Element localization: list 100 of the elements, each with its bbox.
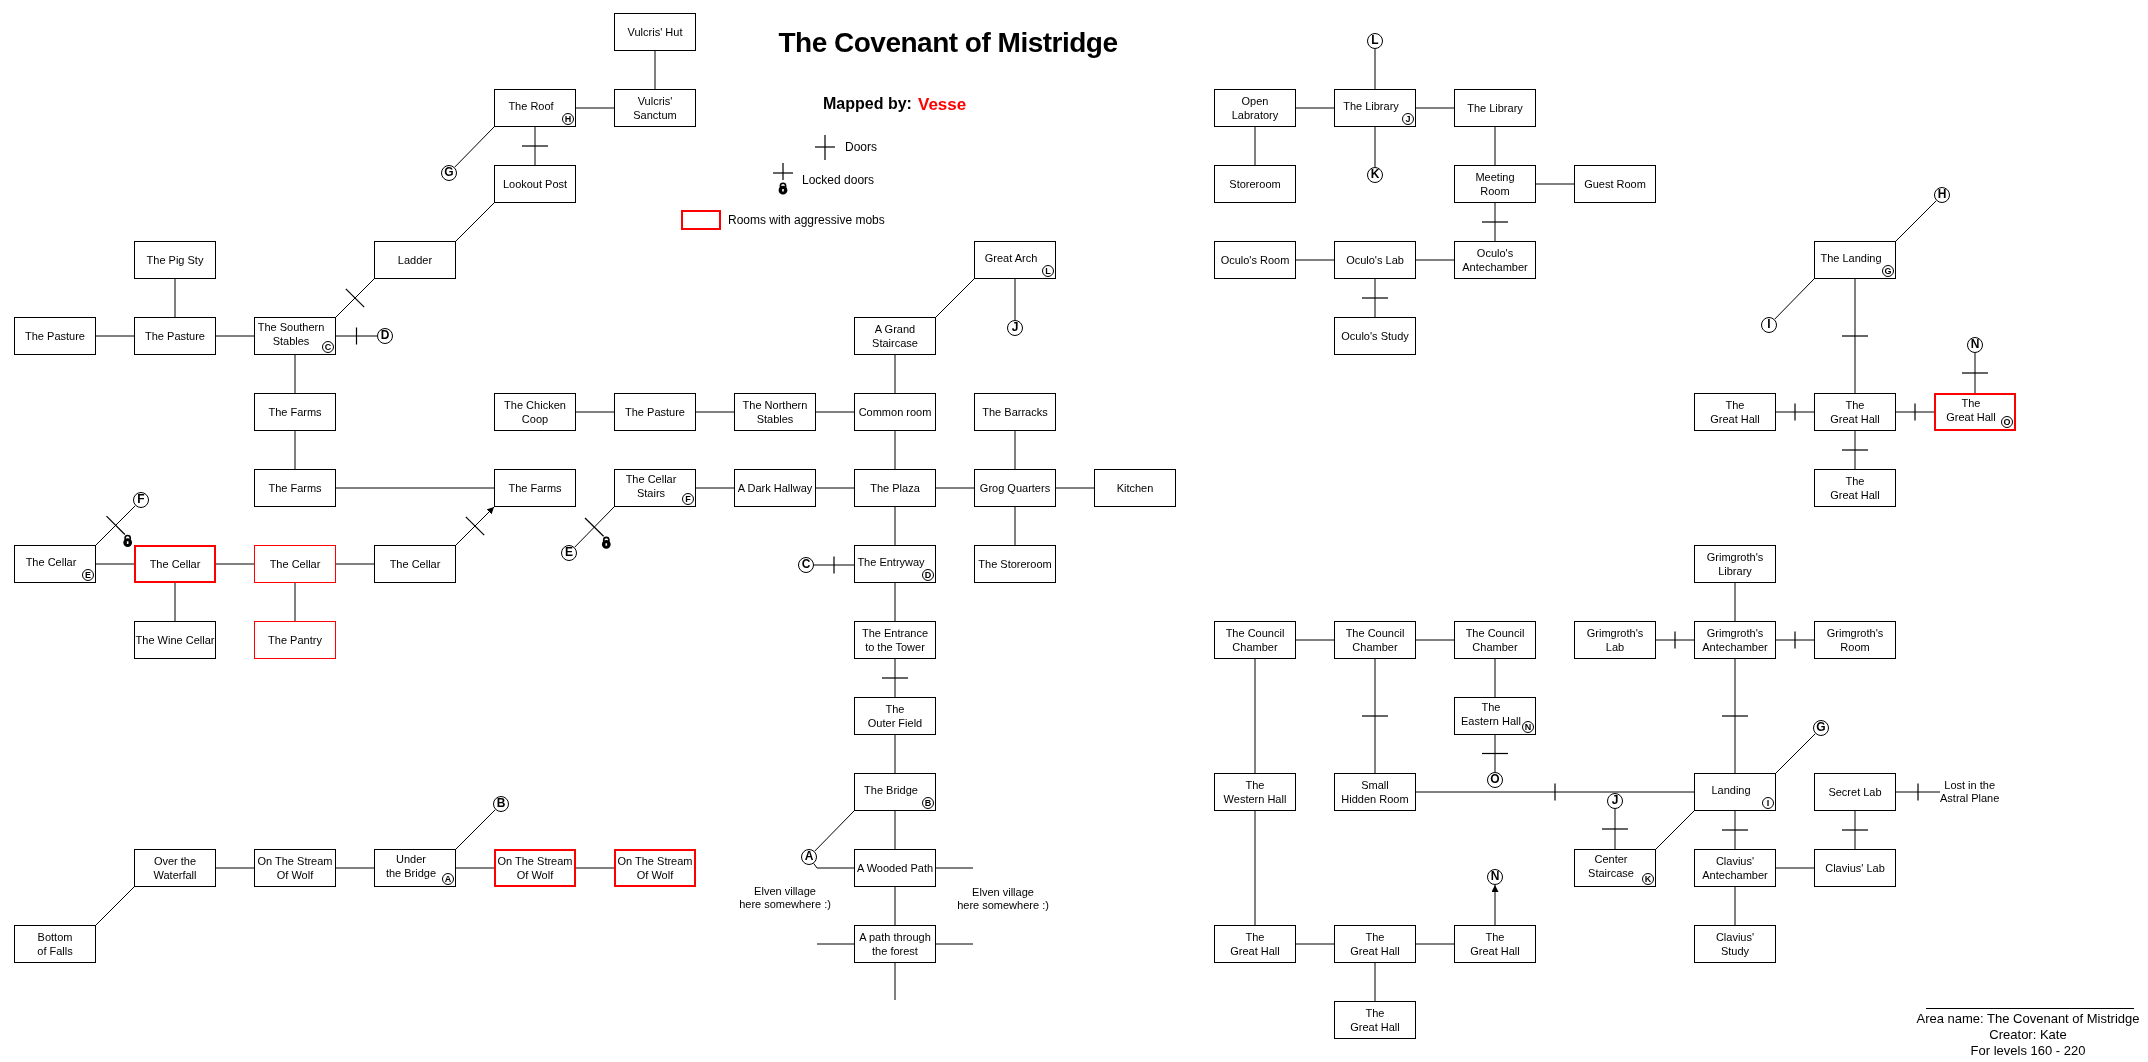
connector-line (1734, 658, 1736, 774)
room-name: The Great Hall (1350, 1006, 1400, 1034)
room-name: Grog Quarters (979, 481, 1051, 495)
room-name: Oculo's Room (1220, 253, 1290, 267)
connector-line (1014, 430, 1016, 470)
arrow (1491, 884, 1499, 926)
room-name: The Library (1467, 101, 1523, 115)
room-name: The Farms (508, 481, 562, 495)
room-box (1574, 621, 1656, 659)
room-box (1694, 393, 1776, 431)
exit-letter-marker: H (562, 113, 574, 125)
connector-line (335, 867, 375, 869)
room-box (1214, 773, 1296, 811)
connector-line (1014, 506, 1016, 546)
connector-line (1295, 107, 1335, 109)
room-box (1814, 621, 1896, 659)
room-name: The Bridge (864, 783, 918, 797)
note-text: Elven village here somewhere :) (739, 885, 831, 911)
room-name: Oculo's Lab (1346, 253, 1404, 267)
room-box (614, 13, 696, 51)
area-info-text: Creator: Kate (1989, 1026, 2067, 1042)
connector-line (1854, 810, 1856, 850)
room-name: The Great Hall (1946, 396, 1996, 424)
room-name: The Plaza (870, 481, 920, 495)
connector-line (1374, 658, 1376, 774)
room-name: A path through the forest (859, 930, 931, 958)
exit-letter-marker: L (1042, 265, 1054, 277)
connector-line (1734, 810, 1736, 850)
room-name: Meeting Room (1475, 170, 1515, 198)
exit-marker: A (801, 849, 817, 865)
connector-line (695, 487, 735, 489)
arrow (455, 506, 495, 546)
exit-marker: N (1967, 337, 1983, 353)
connector-line (1415, 107, 1455, 109)
room-box (134, 849, 216, 887)
exit-letter-marker: F (682, 493, 694, 505)
connector-line (1614, 808, 1616, 850)
room-box (494, 393, 576, 431)
connector-line (1295, 943, 1335, 945)
connector-line (1895, 791, 1941, 793)
room-box (134, 241, 216, 279)
connector-line (215, 563, 255, 565)
exit-marker: C (798, 557, 814, 573)
room-name: The Pantry (268, 633, 322, 647)
room-name: Oculo's Antechamber (1462, 246, 1528, 274)
connector-line (1494, 734, 1496, 773)
exit-marker: G (1813, 720, 1829, 736)
room-box (374, 241, 456, 279)
room-name: A Dark Hallway (737, 481, 813, 495)
connector-line (454, 126, 495, 168)
room-name: Great Arch (984, 251, 1038, 265)
exit-marker: I (1761, 317, 1777, 333)
room-name: The Wine Cellar (135, 633, 215, 647)
connector-line (1734, 582, 1736, 622)
room-name: On The Stream Of Wolf (497, 854, 573, 882)
room-box (134, 545, 216, 583)
connector-line (894, 506, 896, 546)
connector-line (1895, 200, 1937, 242)
room-box (1694, 773, 1776, 811)
connector-line (455, 867, 495, 869)
connector-line (1055, 487, 1095, 489)
author-name: Vesse (918, 95, 967, 114)
room-name: The Great Hall (1830, 474, 1880, 502)
room-box (734, 469, 816, 507)
room-box (1334, 925, 1416, 963)
room-box (1334, 317, 1416, 355)
room-name: The Great Hall (1470, 930, 1520, 958)
room-box (254, 621, 336, 659)
room-name: Oculo's Study (1341, 329, 1409, 343)
room-name: Grimgroth's Library (1706, 550, 1764, 578)
connector-line (1775, 867, 1815, 869)
room-box (374, 545, 456, 583)
room-box (854, 469, 936, 507)
room-name: The Entrance to the Tower (861, 626, 928, 654)
connector-line (1655, 639, 1695, 641)
room-box (854, 773, 936, 811)
room-box (614, 469, 696, 507)
room-box (1334, 241, 1416, 279)
connector-line (1295, 259, 1335, 261)
connector-line (935, 943, 974, 945)
connector-line (1254, 810, 1256, 926)
exit-marker: J (1007, 320, 1023, 336)
connector-line (95, 335, 135, 337)
room-name: The Pasture (145, 329, 205, 343)
exit-marker: K (1367, 167, 1383, 183)
connector-line (335, 563, 375, 565)
connector-line (1655, 810, 1695, 850)
room-name: The Library (1343, 99, 1399, 113)
connector-line (1734, 886, 1736, 926)
connector-line (813, 862, 855, 869)
room-name: The Entryway (857, 555, 925, 569)
connector-line (815, 411, 855, 413)
connector-line (1374, 278, 1376, 318)
exit-marker: F (133, 492, 149, 508)
room-box (1934, 393, 2016, 431)
room-box (1814, 773, 1896, 811)
connector-line (1415, 259, 1455, 261)
connector-line (1374, 126, 1376, 168)
room-box (494, 165, 576, 203)
room-box (374, 849, 456, 887)
